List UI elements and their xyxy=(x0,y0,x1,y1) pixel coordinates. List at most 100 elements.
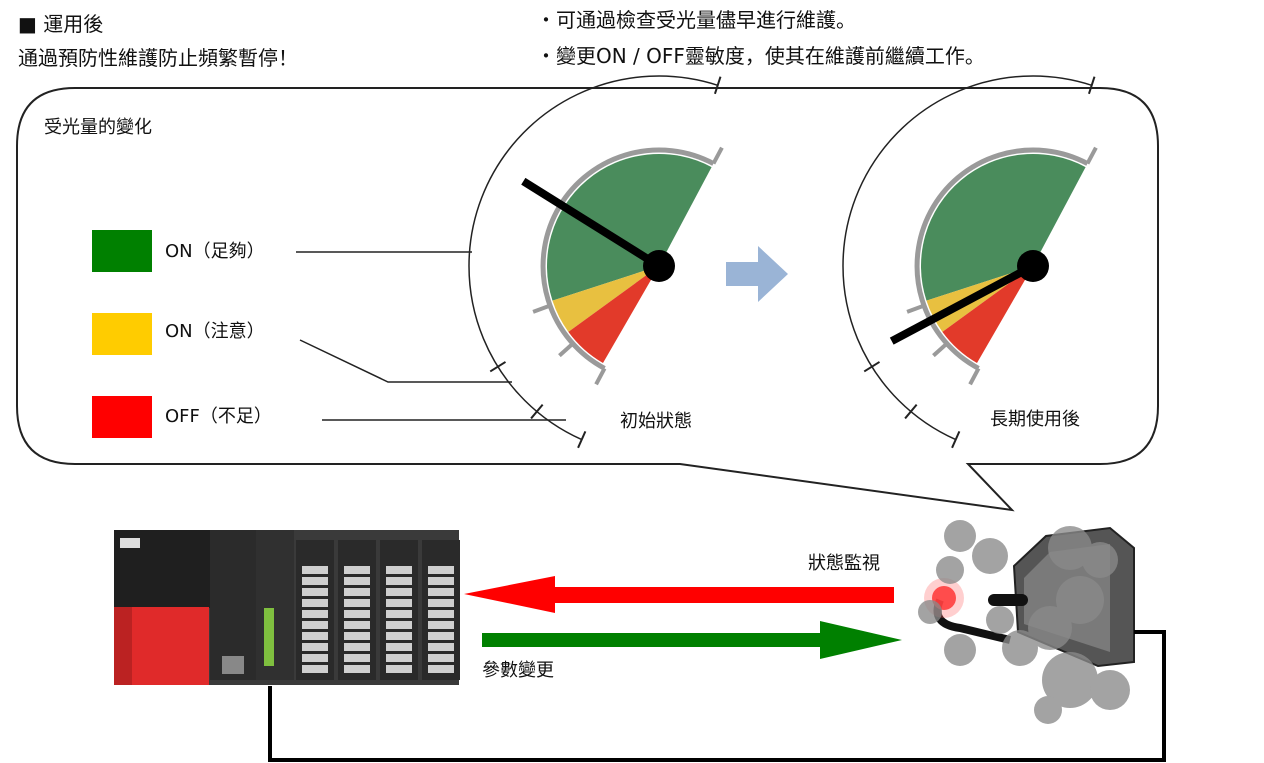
gauge-after-ticks xyxy=(906,146,1098,386)
gauge-after-zone-enough xyxy=(921,154,1086,301)
legend-label-caution: ON（注意） xyxy=(165,321,265,342)
legend-swatch-off xyxy=(92,396,152,438)
plc-terminal xyxy=(386,577,412,585)
plc-terminal xyxy=(428,654,454,662)
cable xyxy=(268,630,1166,762)
gauge-initial-needle xyxy=(521,177,662,270)
g1-tick xyxy=(532,303,551,314)
plc-terminal xyxy=(344,610,370,618)
dust-particle xyxy=(944,634,976,666)
dust-particle xyxy=(1002,630,1038,666)
plc-terminal xyxy=(386,665,412,673)
plc-terminal xyxy=(344,643,370,651)
dust-particle xyxy=(1042,652,1098,708)
gauge-initial-zone-enough xyxy=(547,154,712,301)
plc-terminal xyxy=(386,610,412,618)
plc-terminal xyxy=(428,643,454,651)
gauge-after-caption: 長期使用後 xyxy=(990,409,1080,430)
plc-terminal xyxy=(386,599,412,607)
gauge-after xyxy=(842,75,1098,449)
g1-tick xyxy=(711,146,724,165)
plc-terminal xyxy=(344,599,370,607)
sensor-image xyxy=(918,520,1135,724)
g1-range-mark xyxy=(530,404,544,420)
legend-swatch-caution xyxy=(92,313,152,355)
plc-terminal xyxy=(428,665,454,673)
plc-terminal xyxy=(344,621,370,629)
g1-range-mark xyxy=(713,76,722,95)
gauge-after-zone-off xyxy=(942,266,1033,363)
plc-terminal xyxy=(386,588,412,596)
g2-range-mark xyxy=(863,361,881,373)
plc-terminal xyxy=(386,621,412,629)
parameter-change-arrow xyxy=(482,621,902,659)
gauge-initial-ticks xyxy=(532,146,724,386)
plc-terminal xyxy=(386,654,412,662)
g2-range-mark xyxy=(951,430,961,449)
plc-terminal xyxy=(302,621,328,629)
gauge-initial-zone-caution xyxy=(552,266,659,332)
leader-line-caution xyxy=(299,339,512,383)
plc-terminal xyxy=(386,643,412,651)
g2-tick xyxy=(968,367,981,386)
plc-terminal xyxy=(302,577,328,585)
status-monitor-arrow xyxy=(464,576,894,613)
panel-title: 受光量的變化 xyxy=(44,117,152,138)
g2-tick xyxy=(1085,146,1098,165)
plc-terminal xyxy=(344,566,370,574)
dust-particle xyxy=(944,520,976,552)
plc-terminal xyxy=(344,632,370,640)
gauge-initial-pivot xyxy=(643,250,675,282)
legend-label-enough: ON（足夠） xyxy=(165,241,265,262)
plc-terminal xyxy=(344,654,370,662)
gauge-after-pivot xyxy=(1017,250,1049,282)
g1-tick xyxy=(558,342,575,358)
dust-particle xyxy=(1090,670,1130,710)
legend-swatch-enough xyxy=(92,230,152,272)
bullet-1: ・可通過檢查受光量儘早進行維護。 xyxy=(536,8,856,32)
dust-particle xyxy=(1048,526,1092,570)
gauge-initial-range-marks xyxy=(489,76,722,449)
plc-terminal xyxy=(302,665,328,673)
gauge-after-range-arc xyxy=(842,75,1092,441)
dust-particle xyxy=(972,538,1008,574)
plc-terminal xyxy=(428,632,454,640)
header-title: ■ 運用後 xyxy=(18,12,104,36)
plc-terminal xyxy=(302,654,328,662)
plc-terminal xyxy=(344,577,370,585)
gauge-after-rim xyxy=(914,147,1089,371)
plc-terminal xyxy=(428,621,454,629)
plc-terminal xyxy=(302,643,328,651)
gauge-initial xyxy=(468,75,724,449)
gauge-initial-range-arc xyxy=(468,75,718,441)
gauge-initial-zone-off xyxy=(568,266,659,363)
plc-terminal xyxy=(386,566,412,574)
status-monitor-label: 狀態監視 xyxy=(808,553,880,574)
plc-terminal xyxy=(302,588,328,596)
plc-terminal xyxy=(428,577,454,585)
dust-particle xyxy=(986,606,1014,634)
g1-range-mark xyxy=(489,361,507,373)
dust-particle xyxy=(1034,696,1062,724)
gauge-after-range-marks xyxy=(863,76,1096,449)
dust-particle xyxy=(1056,576,1104,624)
plc-terminal xyxy=(428,610,454,618)
plc-terminal xyxy=(302,610,328,618)
plc-terminal xyxy=(386,632,412,640)
g2-range-mark xyxy=(904,404,918,420)
dust-particle xyxy=(1028,606,1072,650)
dust-particle xyxy=(1082,542,1118,578)
plc-terminal xyxy=(302,599,328,607)
gauge-initial-caption: 初始狀態 xyxy=(620,411,692,432)
g2-tick xyxy=(906,303,925,314)
dust-particle xyxy=(936,556,964,584)
g2-tick xyxy=(932,342,949,358)
plc-terminal xyxy=(428,599,454,607)
plc-terminal xyxy=(428,566,454,574)
bullet-2: ・變更ON / OFF靈敏度，使其在維護前繼續工作。 xyxy=(536,44,985,68)
g1-tick xyxy=(594,367,607,386)
plc-terminal xyxy=(302,566,328,574)
header-subtitle: 通過預防性維護防止頻繁暫停！ xyxy=(18,46,298,70)
gauge-after-needle xyxy=(889,262,1035,345)
